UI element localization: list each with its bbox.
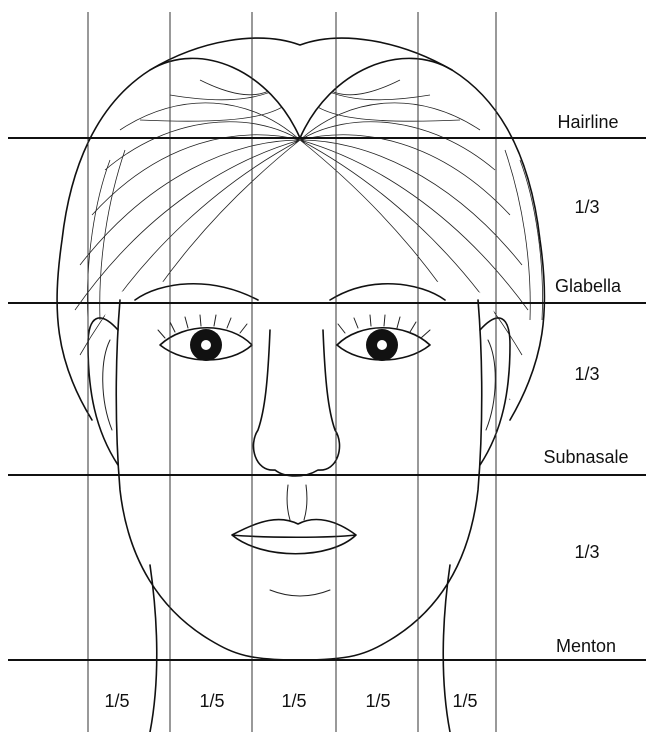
eyebrow-right bbox=[330, 284, 445, 300]
fifth-label-1: 1/5 bbox=[104, 691, 129, 711]
hairline-label: Hairline bbox=[557, 112, 618, 132]
eye-left bbox=[158, 315, 252, 361]
fifth-label-3: 1/5 bbox=[281, 691, 306, 711]
thirds-labels: 1/3 1/3 1/3 bbox=[574, 197, 599, 562]
fifth-label-5: 1/5 bbox=[452, 691, 477, 711]
eyebrow-left bbox=[135, 284, 258, 300]
landmark-labels: Hairline Glabella Subnasale Menton bbox=[543, 112, 628, 656]
hair-drawing bbox=[57, 38, 544, 420]
fifth-label-4: 1/5 bbox=[365, 691, 390, 711]
face-outline bbox=[116, 300, 482, 660]
fifth-label-2: 1/5 bbox=[199, 691, 224, 711]
face-illustration bbox=[57, 38, 544, 732]
middle-third-label: 1/3 bbox=[574, 364, 599, 384]
subnasale-label: Subnasale bbox=[543, 447, 628, 467]
lower-third-label: 1/3 bbox=[574, 542, 599, 562]
menton-label: Menton bbox=[556, 636, 616, 656]
eye-right bbox=[337, 315, 430, 361]
nose bbox=[253, 330, 339, 476]
upper-third-label: 1/3 bbox=[574, 197, 599, 217]
lips bbox=[232, 520, 356, 554]
glabella-label: Glabella bbox=[555, 276, 622, 296]
fifths-labels: 1/5 1/5 1/5 1/5 1/5 bbox=[104, 691, 477, 711]
